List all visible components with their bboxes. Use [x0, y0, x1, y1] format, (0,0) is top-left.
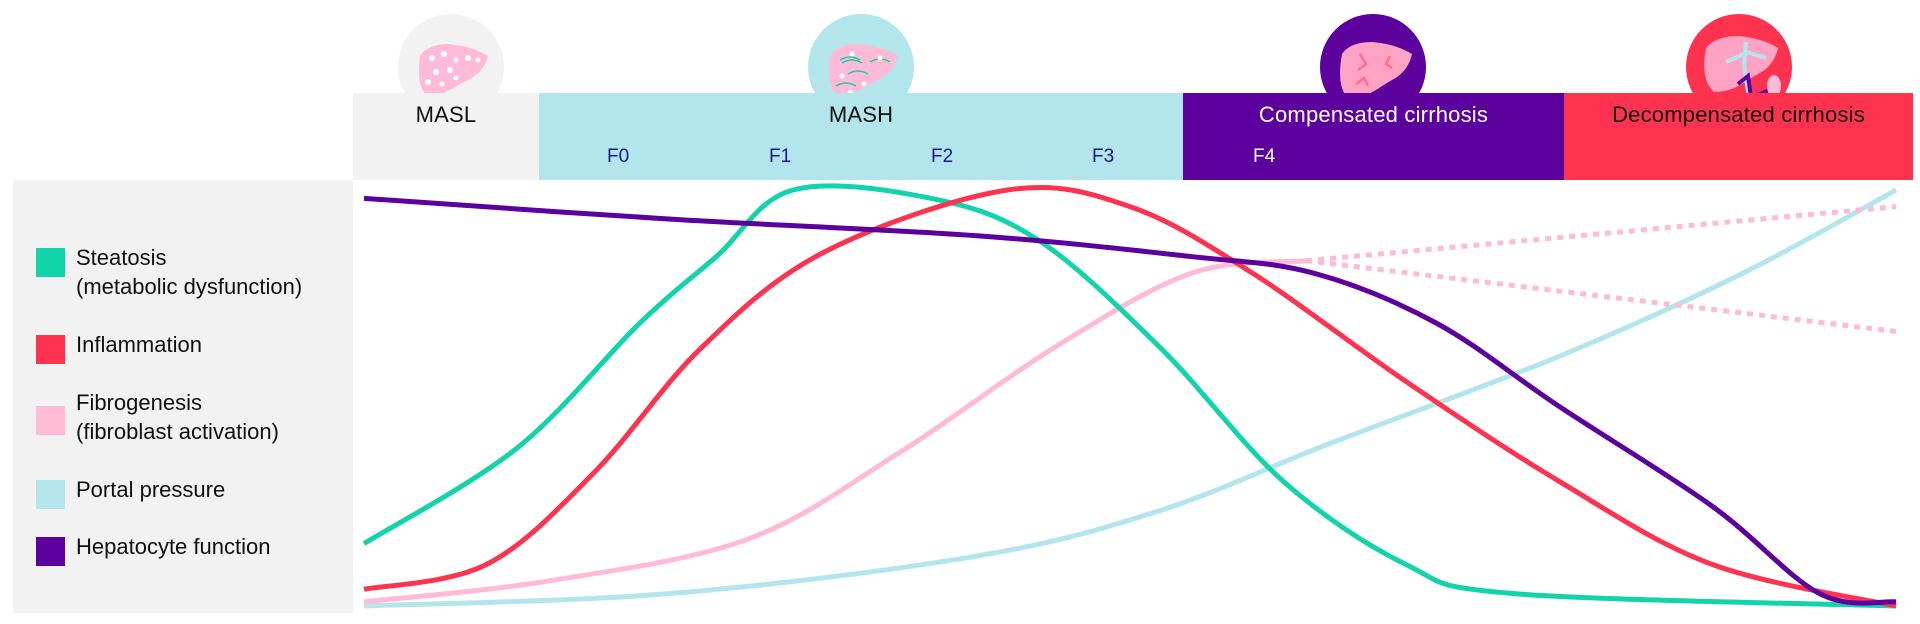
- legend-label-hepatocyte-function: Hepatocyte function: [76, 534, 271, 559]
- legend-label-fibrogenesis: Fibrogenesis (fibroblast activation): [76, 390, 279, 444]
- legend-swatch-inflammation: [36, 335, 65, 364]
- series-line-hepatocyte-function: [363, 195, 1897, 606]
- legend-label-inflammation: Inflammation: [76, 332, 202, 357]
- legend-swatch-fibrogenesis: [36, 406, 65, 435]
- legend-item-steatosis: Steatosis (metabolic dysfunction): [36, 243, 302, 301]
- legend-swatch-steatosis: [36, 248, 65, 277]
- stage-compensated-cirrhosis: Compensated cirrhosis F4: [1183, 93, 1564, 180]
- legend-item-fibrogenesis: Fibrogenesis (fibroblast activation): [36, 388, 279, 446]
- legend-item-hepatocyte-function: Hepatocyte function: [36, 532, 270, 566]
- legend: Steatosis (metabolic dysfunction) Inflam…: [13, 180, 353, 613]
- series-line-steatosis-metabolic-dysfunction: [362, 183, 1897, 609]
- series-line-inflammation: [363, 184, 1897, 609]
- stage-masl: MASL: [353, 93, 539, 180]
- stage-decompensated-cirrhosis: Decompensated cirrhosis: [1564, 93, 1913, 180]
- legend-label-portal-pressure: Portal pressure: [76, 477, 226, 502]
- legend-swatch-portal-pressure: [36, 480, 65, 509]
- stage-compensated-label: Compensated cirrhosis: [1258, 102, 1489, 127]
- fibrosis-stage-f4: F4: [1253, 146, 1276, 167]
- series-line-fibrogenesis-fibroblast-activation: [363, 258, 1307, 605]
- stage-decompensated-label: Decompensated cirrhosis: [1612, 102, 1865, 127]
- fibrosis-stage-f0: F0: [607, 146, 630, 167]
- stage-mash-label: MASH: [828, 102, 894, 127]
- fibrosis-stage-f1: F1: [769, 146, 792, 167]
- legend-swatch-hepatocyte-function: [36, 537, 65, 566]
- stage-mash: MASH F0 F1 F2 F3: [539, 93, 1183, 180]
- fibrosis-stage-f3: F3: [1092, 146, 1115, 167]
- legend-item-portal-pressure: Portal pressure: [36, 475, 225, 509]
- legend-item-inflammation: Inflammation: [36, 330, 202, 364]
- legend-label-steatosis: Steatosis (metabolic dysfunction): [76, 245, 303, 299]
- stage-masl-label: MASL: [415, 102, 477, 127]
- series-line-fibrogenesis-projection-upper: [1305, 204, 1897, 264]
- series-line-fibrogenesis-projection-lower: [1305, 258, 1897, 334]
- series-line-portal-pressure: [363, 187, 1898, 609]
- fibrosis-stage-f2: F2: [931, 146, 954, 167]
